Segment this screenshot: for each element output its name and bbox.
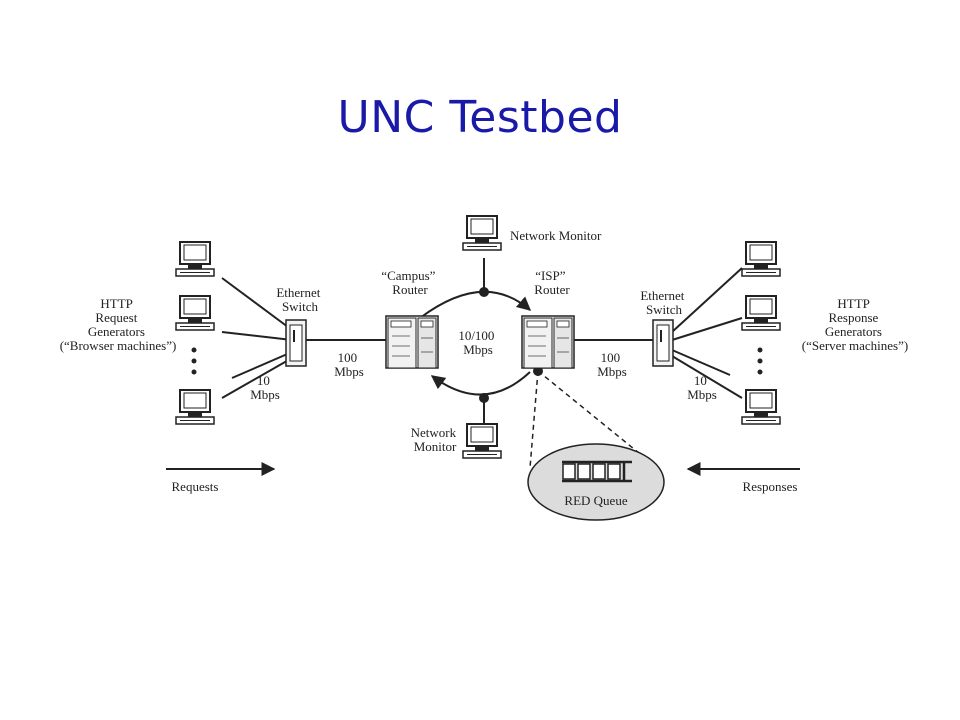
top-tap-point: [479, 287, 489, 297]
network-monitor-bottom-label: Network Monitor: [411, 425, 460, 454]
left-ellipsis-dots: [191, 347, 197, 375]
request-generators-label: HTTP Request Generators (“Browser machin…: [60, 296, 177, 353]
right-host-link-1: [671, 267, 743, 333]
left-host-link-speed-label: 10 Mbps: [250, 373, 280, 402]
left-host-link-3: [231, 351, 293, 379]
campus-router-icon: [385, 315, 439, 369]
network-monitor-top-label: Network Monitor: [510, 228, 602, 243]
queue-icon: [562, 460, 632, 483]
queue-callout-line-left: [529, 370, 539, 469]
responses-label: Responses: [743, 479, 798, 494]
browser-machine-icon: [175, 295, 215, 331]
server-machine-icon: [741, 241, 781, 277]
browser-machine-icon: [175, 389, 215, 425]
ring-arc-top: [419, 290, 532, 319]
right-host-link-speed-label: 10 Mbps: [687, 373, 717, 402]
requests-label: Requests: [172, 479, 219, 494]
right-switch-label: Ethernet Switch: [640, 288, 687, 317]
right-host-link-2: [671, 317, 743, 341]
right-link-speed-label: 100 Mbps: [597, 350, 627, 379]
right-host-link-3: [671, 349, 731, 376]
right-host-link-4: [671, 355, 743, 399]
bottom-tap-point: [479, 393, 489, 403]
slide-title: UNC Testbed: [337, 92, 623, 143]
server-machine-icon: [741, 295, 781, 331]
queue-callout-line-right: [537, 370, 651, 463]
left-switch-label: Ethernet Switch: [276, 285, 323, 314]
campus-router-label: “Campus” Router: [381, 268, 438, 297]
left-link-speed-label: 100 Mbps: [334, 350, 364, 379]
browser-machine-icon: [175, 241, 215, 277]
ring-speed-label: 10/100 Mbps: [458, 328, 497, 357]
left-switch-icon: [285, 319, 307, 367]
right-ellipsis-dots: [757, 347, 763, 375]
response-generators-label: HTTP Response Generators (“Server machin…: [802, 296, 908, 353]
isp-router-label: “ISP” Router: [534, 268, 570, 297]
ring-arc-bottom: [430, 371, 531, 396]
red-queue-label: RED Queue: [564, 493, 627, 508]
left-host-link-4: [221, 357, 293, 399]
left-host-link-1: [221, 277, 293, 331]
isp-router-icon: [521, 315, 575, 369]
network-monitor-bottom-icon: [462, 423, 502, 459]
left-host-link-2: [221, 331, 293, 341]
network-monitor-top-icon: [462, 215, 502, 251]
server-machine-icon: [741, 389, 781, 425]
right-switch-icon: [652, 319, 674, 367]
